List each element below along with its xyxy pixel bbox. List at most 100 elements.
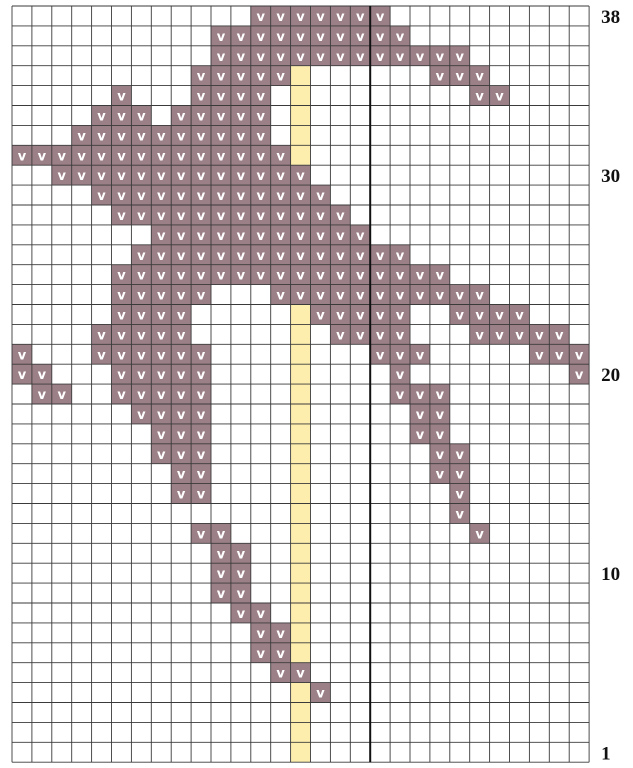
stitch-cell: v bbox=[131, 145, 151, 165]
stitch-symbol: v bbox=[117, 328, 126, 343]
row-label-1: 1 bbox=[601, 743, 611, 764]
stitch-symbol: v bbox=[237, 547, 246, 562]
stitch-symbol: v bbox=[237, 249, 246, 264]
stitch-symbol: v bbox=[177, 448, 186, 463]
stitch-symbol: v bbox=[257, 109, 266, 124]
stitch-cell: v bbox=[131, 364, 151, 384]
stitch-symbol: v bbox=[276, 50, 285, 65]
stitch-cell: v bbox=[271, 165, 291, 185]
stitch-cell: v bbox=[171, 484, 191, 504]
stitch-symbol: v bbox=[515, 328, 524, 343]
stitch-symbol: v bbox=[356, 10, 365, 25]
stitch-symbol: v bbox=[555, 348, 564, 363]
stitch-cell: v bbox=[450, 66, 470, 86]
stitch-cell: v bbox=[271, 66, 291, 86]
stitch-symbol: v bbox=[475, 527, 484, 542]
stitch-symbol: v bbox=[197, 90, 206, 105]
stitch-cell: v bbox=[171, 384, 191, 404]
stitch-symbol: v bbox=[217, 70, 226, 85]
stitch-symbol: v bbox=[177, 169, 186, 184]
stitch-cell: v bbox=[271, 285, 291, 305]
stitch-cell: v bbox=[350, 324, 370, 344]
stitch-cell: v bbox=[12, 364, 32, 384]
stitch-cell: v bbox=[191, 225, 211, 245]
stitch-symbol: v bbox=[276, 10, 285, 25]
stitch-cell: v bbox=[191, 66, 211, 86]
stitch-cell: v bbox=[251, 205, 271, 225]
stitch-symbol: v bbox=[117, 129, 126, 144]
stitch-cell: v bbox=[171, 106, 191, 126]
stitch-cell: v bbox=[450, 504, 470, 524]
stitch-symbol: v bbox=[217, 90, 226, 105]
stitch-cell: v bbox=[251, 225, 271, 245]
stitch-cell: v bbox=[151, 404, 171, 424]
stitch-symbol: v bbox=[197, 448, 206, 463]
stitch-cell: v bbox=[231, 145, 251, 165]
stitch-symbol: v bbox=[416, 289, 425, 304]
stitch-symbol: v bbox=[257, 627, 266, 642]
stitch-symbol: v bbox=[456, 468, 465, 483]
stitch-cell: v bbox=[92, 185, 112, 205]
stitch-cell: v bbox=[171, 444, 191, 464]
stitch-symbol: v bbox=[217, 209, 226, 224]
stitch-cell: v bbox=[430, 404, 450, 424]
stitch-cell: v bbox=[330, 46, 350, 66]
stitch-cell: v bbox=[330, 285, 350, 305]
stitch-symbol: v bbox=[18, 348, 27, 363]
stitch-symbol: v bbox=[157, 348, 166, 363]
stitch-cell: v bbox=[171, 424, 191, 444]
stitch-symbol: v bbox=[456, 507, 465, 522]
stitch-symbol: v bbox=[217, 269, 226, 284]
stitch-cell: v bbox=[131, 245, 151, 265]
stitch-cell: v bbox=[171, 305, 191, 325]
stitch-symbol: v bbox=[137, 328, 146, 343]
stitch-cell: v bbox=[410, 285, 430, 305]
stitch-cell: v bbox=[12, 344, 32, 364]
stitch-symbol: v bbox=[237, 269, 246, 284]
stitch-cell: v bbox=[251, 66, 271, 86]
stitch-cell: v bbox=[12, 145, 32, 165]
stitch-cell: v bbox=[191, 404, 211, 424]
stitch-cell: v bbox=[291, 663, 311, 683]
stitch-symbol: v bbox=[356, 229, 365, 244]
stitch-cell: v bbox=[171, 285, 191, 305]
stitch-symbol: v bbox=[137, 289, 146, 304]
stitch-cell: v bbox=[450, 484, 470, 504]
stitch-cell: v bbox=[231, 265, 251, 285]
stitch-symbol: v bbox=[157, 189, 166, 204]
stitch-symbol: v bbox=[157, 169, 166, 184]
stitch-cell: v bbox=[251, 643, 271, 663]
stitch-symbol: v bbox=[197, 527, 206, 542]
stitch-cell: v bbox=[231, 603, 251, 623]
stitch-cell: v bbox=[211, 26, 231, 46]
stitch-cell: v bbox=[529, 324, 549, 344]
stitch-symbol: v bbox=[157, 388, 166, 403]
stitch-cell: v bbox=[191, 185, 211, 205]
stitch-symbol: v bbox=[436, 50, 445, 65]
stitch-cell: v bbox=[151, 145, 171, 165]
stitch-cell: v bbox=[390, 384, 410, 404]
stitch-cell: v bbox=[271, 185, 291, 205]
stitch-cell: v bbox=[211, 543, 231, 563]
stitch-symbol: v bbox=[157, 209, 166, 224]
stitch-symbol: v bbox=[475, 289, 484, 304]
stitch-cell: v bbox=[450, 444, 470, 464]
stitch-cell: v bbox=[470, 305, 490, 325]
stitch-cell: v bbox=[311, 265, 331, 285]
stitch-cell: v bbox=[211, 523, 231, 543]
stitch-symbol: v bbox=[137, 129, 146, 144]
stitch-cell: v bbox=[112, 265, 132, 285]
stitch-cell: v bbox=[251, 623, 271, 643]
stitch-symbol: v bbox=[197, 189, 206, 204]
stitch-symbol: v bbox=[177, 149, 186, 164]
stitch-cell: v bbox=[251, 106, 271, 126]
stitch-symbol: v bbox=[416, 269, 425, 284]
stitch-cell: v bbox=[32, 145, 52, 165]
stitch-symbol: v bbox=[217, 129, 226, 144]
stitch-cell: v bbox=[191, 444, 211, 464]
stitch-cell: v bbox=[430, 444, 450, 464]
stitch-cell: v bbox=[171, 125, 191, 145]
stitch-symbol: v bbox=[157, 269, 166, 284]
stitch-symbol: v bbox=[137, 169, 146, 184]
